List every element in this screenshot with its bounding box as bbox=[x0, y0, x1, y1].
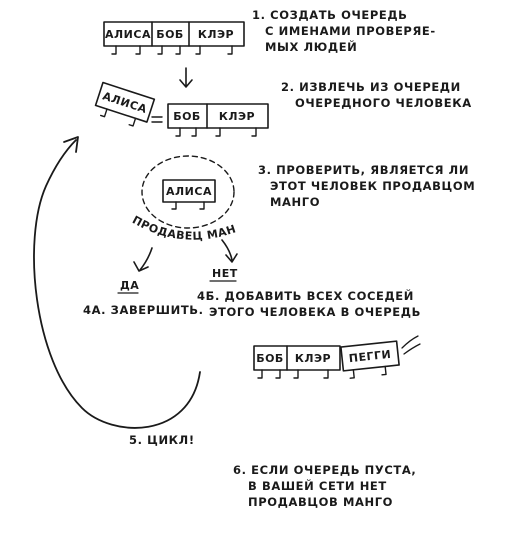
svg-text:МАНГО: МАНГО bbox=[270, 195, 320, 209]
no-label: НЕТ bbox=[212, 267, 238, 280]
queue-after-pop: БОБ КЛЭР bbox=[167, 103, 269, 137]
new-neighbor-peggy: ПЕГГИ bbox=[340, 340, 400, 379]
popped-person: АЛИСА bbox=[94, 81, 156, 127]
queue2-cell-claire: КЛЭР bbox=[219, 110, 255, 123]
queue-cell-alice: АЛИСА bbox=[105, 28, 151, 41]
queue-cell-claire: КЛЭР bbox=[198, 28, 234, 41]
step-2-text: 2. ИЗВЛЕЧЬ ИЗ ОЧЕРЕДИ ОЧЕРЕДНОГО ЧЕЛОВЕК… bbox=[281, 80, 472, 110]
svg-text:ЭТОТ ЧЕЛОВЕК ПРОДАВЦОМ: ЭТОТ ЧЕЛОВЕК ПРОДАВЦОМ bbox=[270, 179, 475, 193]
pop-motion-lines bbox=[151, 116, 163, 123]
svg-text:3. ПРОВЕРИТЬ, ЯВЛЯЕТСЯ ЛИ: 3. ПРОВЕРИТЬ, ЯВЛЯЕТСЯ ЛИ bbox=[258, 163, 469, 177]
queue3-cell-peggy: ПЕГГИ bbox=[348, 348, 392, 365]
step-6-text: 6. ЕСЛИ ОЧЕРЕДЬ ПУСТА, В ВАШЕЙ СЕТИ НЕТ … bbox=[233, 463, 416, 509]
svg-text:ОЧЕРЕДНОГО ЧЕЛОВЕКА: ОЧЕРЕДНОГО ЧЕЛОВЕКА bbox=[295, 96, 472, 110]
svg-text:ЭТОГО ЧЕЛОВЕКА В ОЧЕРЕДЬ: ЭТОГО ЧЕЛОВЕКА В ОЧЕРЕДЬ bbox=[209, 305, 421, 319]
step-1-text: 1. СОЗДАТЬ ОЧЕРЕДЬ С ИМЕНАМИ ПРОВЕРЯЕ- М… bbox=[252, 8, 436, 54]
step-3-text: 3. ПРОВЕРИТЬ, ЯВЛЯЕТСЯ ЛИ ЭТОТ ЧЕЛОВЕК П… bbox=[258, 163, 475, 209]
arrow-down-1 bbox=[179, 67, 193, 88]
arrow-yes bbox=[133, 247, 153, 272]
queue-initial: АЛИСА БОБ КЛЭР bbox=[103, 21, 245, 55]
check-alice-label: АЛИСА bbox=[166, 185, 212, 198]
svg-text:4Б. ДОБАВИТЬ ВСЕХ СОСЕДЕЙ: 4Б. ДОБАВИТЬ ВСЕХ СОСЕДЕЙ bbox=[197, 288, 414, 303]
popped-alice-label: АЛИСА bbox=[101, 90, 149, 117]
queue3-cell-bob: БОБ bbox=[256, 352, 284, 365]
svg-text:ПРОДАВЦОВ МАНГО: ПРОДАВЦОВ МАНГО bbox=[248, 495, 393, 509]
queue2-cell-bob: БОБ bbox=[173, 110, 201, 123]
arrow-no bbox=[221, 239, 238, 263]
queue-with-neighbors: БОБ КЛЭР bbox=[253, 345, 341, 379]
queue-cell-bob: БОБ bbox=[156, 28, 184, 41]
yes-label: ДА bbox=[120, 279, 139, 292]
check-circle: АЛИСА bbox=[141, 155, 235, 229]
svg-text:В ВАШЕЙ СЕТИ НЕТ: В ВАШЕЙ СЕТИ НЕТ bbox=[248, 478, 387, 493]
enqueue-motion-lines bbox=[401, 335, 421, 355]
svg-text:МЫХ ЛЮДЕЙ: МЫХ ЛЮДЕЙ bbox=[265, 39, 357, 54]
svg-text:2. ИЗВЛЕЧЬ ИЗ ОЧЕРЕДИ: 2. ИЗВЛЕЧЬ ИЗ ОЧЕРЕДИ bbox=[281, 80, 461, 94]
step-4a-text: 4А. ЗАВЕРШИТЬ. bbox=[83, 303, 204, 317]
svg-text:С ИМЕНАМИ ПРОВЕРЯЕ-: С ИМЕНАМИ ПРОВЕРЯЕ- bbox=[265, 24, 436, 38]
svg-text:6. ЕСЛИ ОЧЕРЕДЬ ПУСТА,: 6. ЕСЛИ ОЧЕРЕДЬ ПУСТА, bbox=[233, 463, 416, 477]
step-5-text: 5. ЦИКЛ! bbox=[129, 433, 195, 447]
queue3-cell-claire: КЛЭР bbox=[295, 352, 331, 365]
svg-text:1. СОЗДАТЬ ОЧЕРЕДЬ: 1. СОЗДАТЬ ОЧЕРЕДЬ bbox=[252, 8, 408, 22]
step-4b-text: 4Б. ДОБАВИТЬ ВСЕХ СОСЕДЕЙ ЭТОГО ЧЕЛОВЕКА… bbox=[197, 288, 421, 319]
loop-arrow bbox=[33, 136, 201, 429]
